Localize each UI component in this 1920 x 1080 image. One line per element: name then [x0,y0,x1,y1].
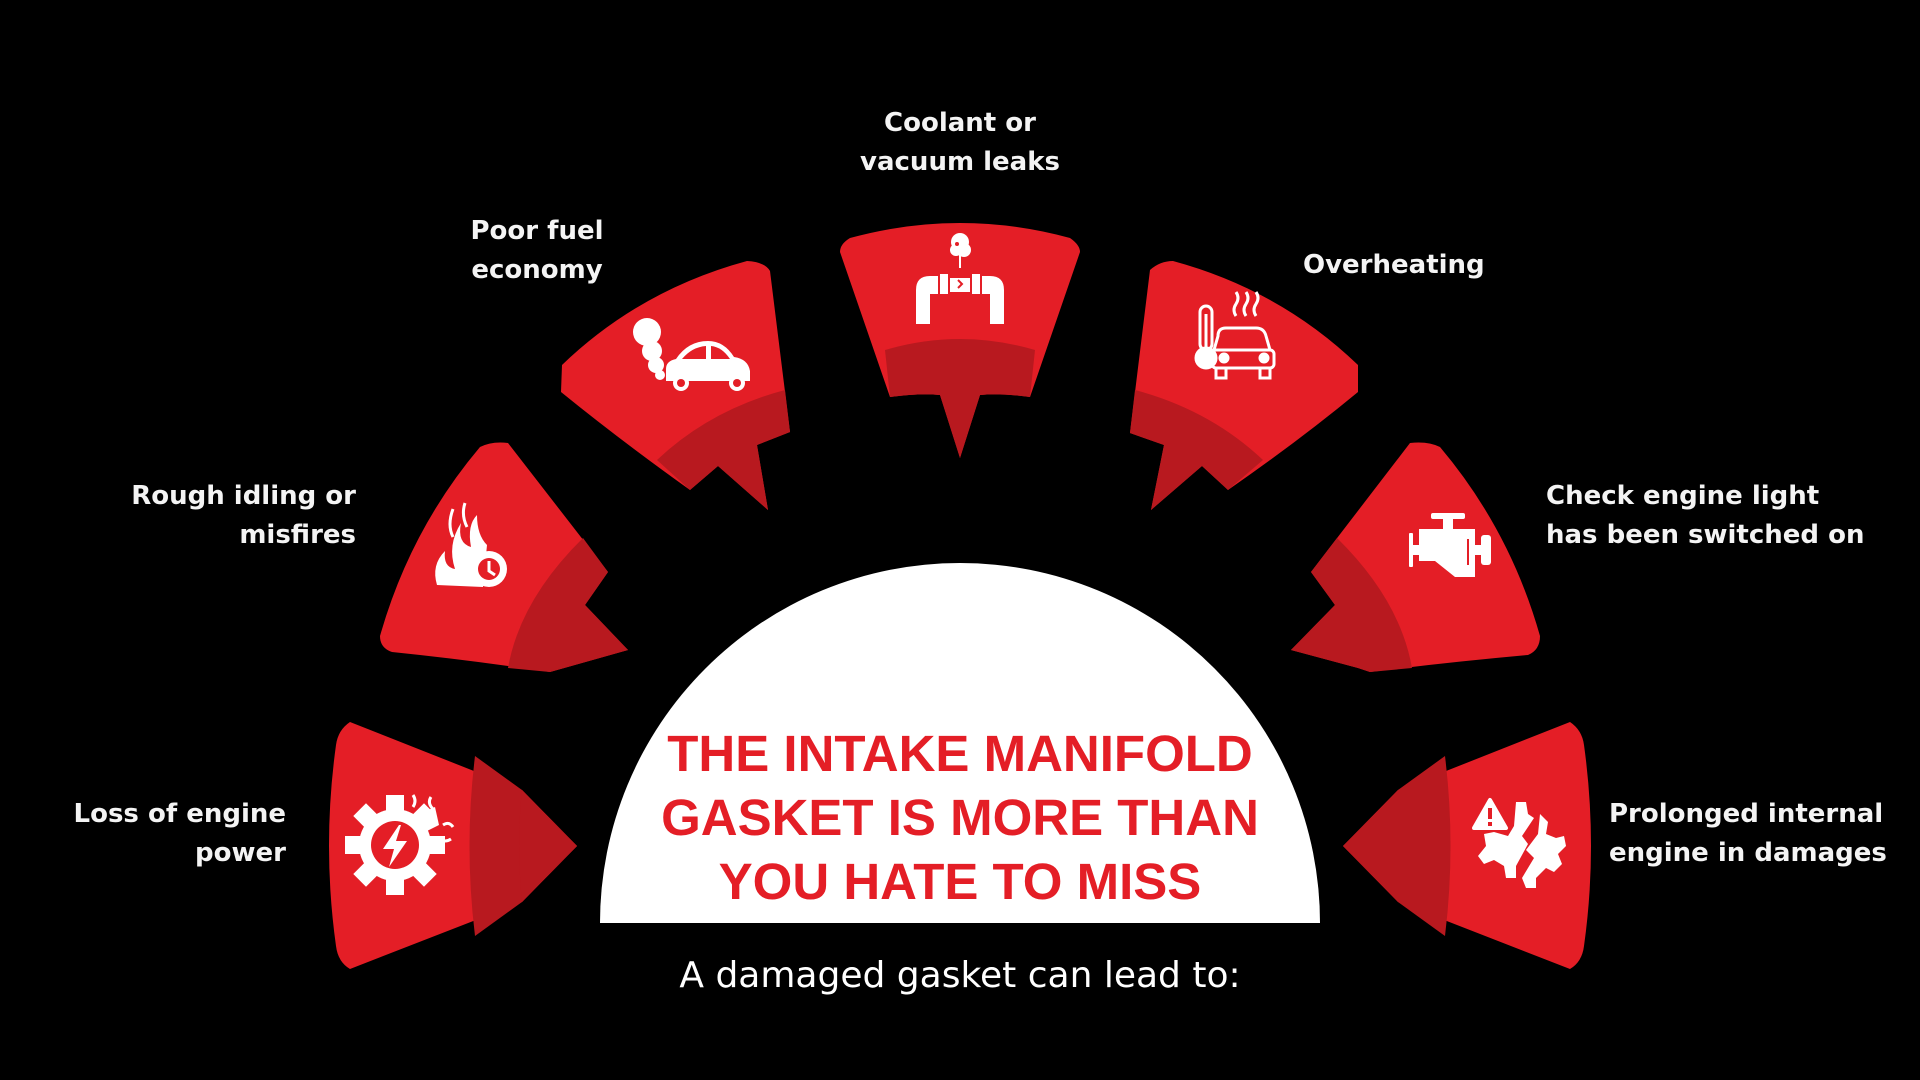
label-line: vacuum leaks [860,147,1060,177]
label-line: Rough idling or [131,481,356,511]
label-line: Poor fuel [470,216,604,246]
engine-fire-icon [435,502,507,587]
segment-rough-idling [380,442,628,672]
label-coolant-leaks: Coolant or vacuum leaks [810,104,1110,182]
label-line: has been switched on [1546,520,1865,550]
label-internal-damage: Prolonged internal engine in damages [1609,795,1909,873]
car-exhaust-icon [633,318,750,391]
label-line: Prolonged internal [1609,799,1884,829]
label-overheating: Overheating [1303,246,1563,285]
label-line: misfires [239,520,356,550]
label-line: Check engine light [1546,481,1820,511]
label-line: Loss of engine [73,799,286,829]
title-line-2: GASKET IS MORE THAN [661,789,1259,846]
segment-internal-damage [1343,722,1591,969]
label-line: Coolant or [884,108,1036,138]
car-thermometer-icon [1194,291,1276,380]
label-line: power [195,838,286,868]
title-line-1: THE INTAKE MANIFOLD [667,725,1253,782]
label-rough-idling: Rough idling or misfires [60,477,356,555]
center-subtitle: A damaged gasket can lead to: [679,955,1241,996]
title-line-3: YOU HATE TO MISS [718,853,1202,910]
broken-gear-warning-icon [1472,798,1566,888]
label-line: economy [471,255,603,285]
segment-overheating [1130,261,1358,510]
label-loss-of-power: Loss of engine power [40,795,286,873]
segment-check-engine-light [1291,442,1540,672]
segment-loss-of-power [329,722,577,969]
center-title: THE INTAKE MANIFOLD GASKET IS MORE THAN … [600,722,1320,914]
label-line: engine in damages [1609,838,1887,868]
leaking-pipe-icon [916,233,1004,324]
label-poor-fuel-economy: Poor fuel economy [437,212,637,290]
label-check-engine-light: Check engine light has been switched on [1546,477,1906,555]
segment-coolant-leaks [840,223,1080,458]
center-dome [600,563,1320,923]
check-engine-icon [1409,513,1491,577]
label-line: Overheating [1303,250,1485,280]
